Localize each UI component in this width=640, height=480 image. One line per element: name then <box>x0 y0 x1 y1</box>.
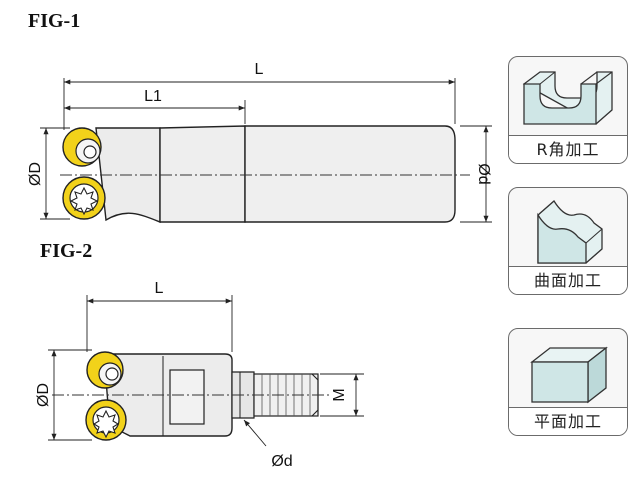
fig2-leader-d <box>243 419 267 447</box>
r-corner-block-icon <box>522 71 613 125</box>
dim-label-L: L <box>255 61 264 78</box>
fig2-tool <box>52 351 330 441</box>
fig2-title: FIG-2 <box>40 240 93 262</box>
fig2-dim-label-L: L <box>155 280 164 297</box>
fig2-upper-screw-hole <box>105 367 119 381</box>
fig1-title: FIG-1 <box>28 10 81 32</box>
fig2-flat-window <box>169 369 205 425</box>
panel-curved-surface: 曲面加工 <box>508 187 628 295</box>
fig2-dim-label-D: ØD <box>35 383 52 407</box>
technical-drawing: L L1 ØD Ød <box>27 61 492 470</box>
fig1-upper-insert <box>62 127 102 167</box>
torx-screw-icon <box>69 186 99 216</box>
panel-label: R角加工 <box>509 135 627 163</box>
fig1-dimensions: L L1 ØD Ød <box>27 61 492 223</box>
fig2-dim-label-d: Ød <box>271 453 292 470</box>
panel-label: 曲面加工 <box>509 266 627 294</box>
fig2-lower-insert <box>85 399 127 441</box>
fig1-shank <box>244 125 456 223</box>
flat-surface-block-icon <box>530 346 608 404</box>
panel-label: 平面加工 <box>509 407 627 435</box>
curved-surface-block-icon <box>537 200 603 264</box>
dim-label-L1: L1 <box>144 88 162 105</box>
panel-r-corner: R角加工 <box>508 56 628 164</box>
fig2-upper-insert <box>86 351 124 389</box>
dim-label-D: ØD <box>27 162 44 186</box>
fig1-neck <box>159 125 246 223</box>
fig1-lower-insert <box>62 176 106 220</box>
upper-screw-hole <box>83 145 97 159</box>
panel-flat-surface: 平面加工 <box>508 328 628 436</box>
dim-label-d: Ød <box>475 163 492 184</box>
fig1-tool <box>60 125 470 224</box>
fig2-torx-screw-icon <box>92 409 120 439</box>
fig2-dimensions: L ØD M Ød <box>35 280 364 470</box>
fig2-dim-label-M: M <box>331 388 348 401</box>
